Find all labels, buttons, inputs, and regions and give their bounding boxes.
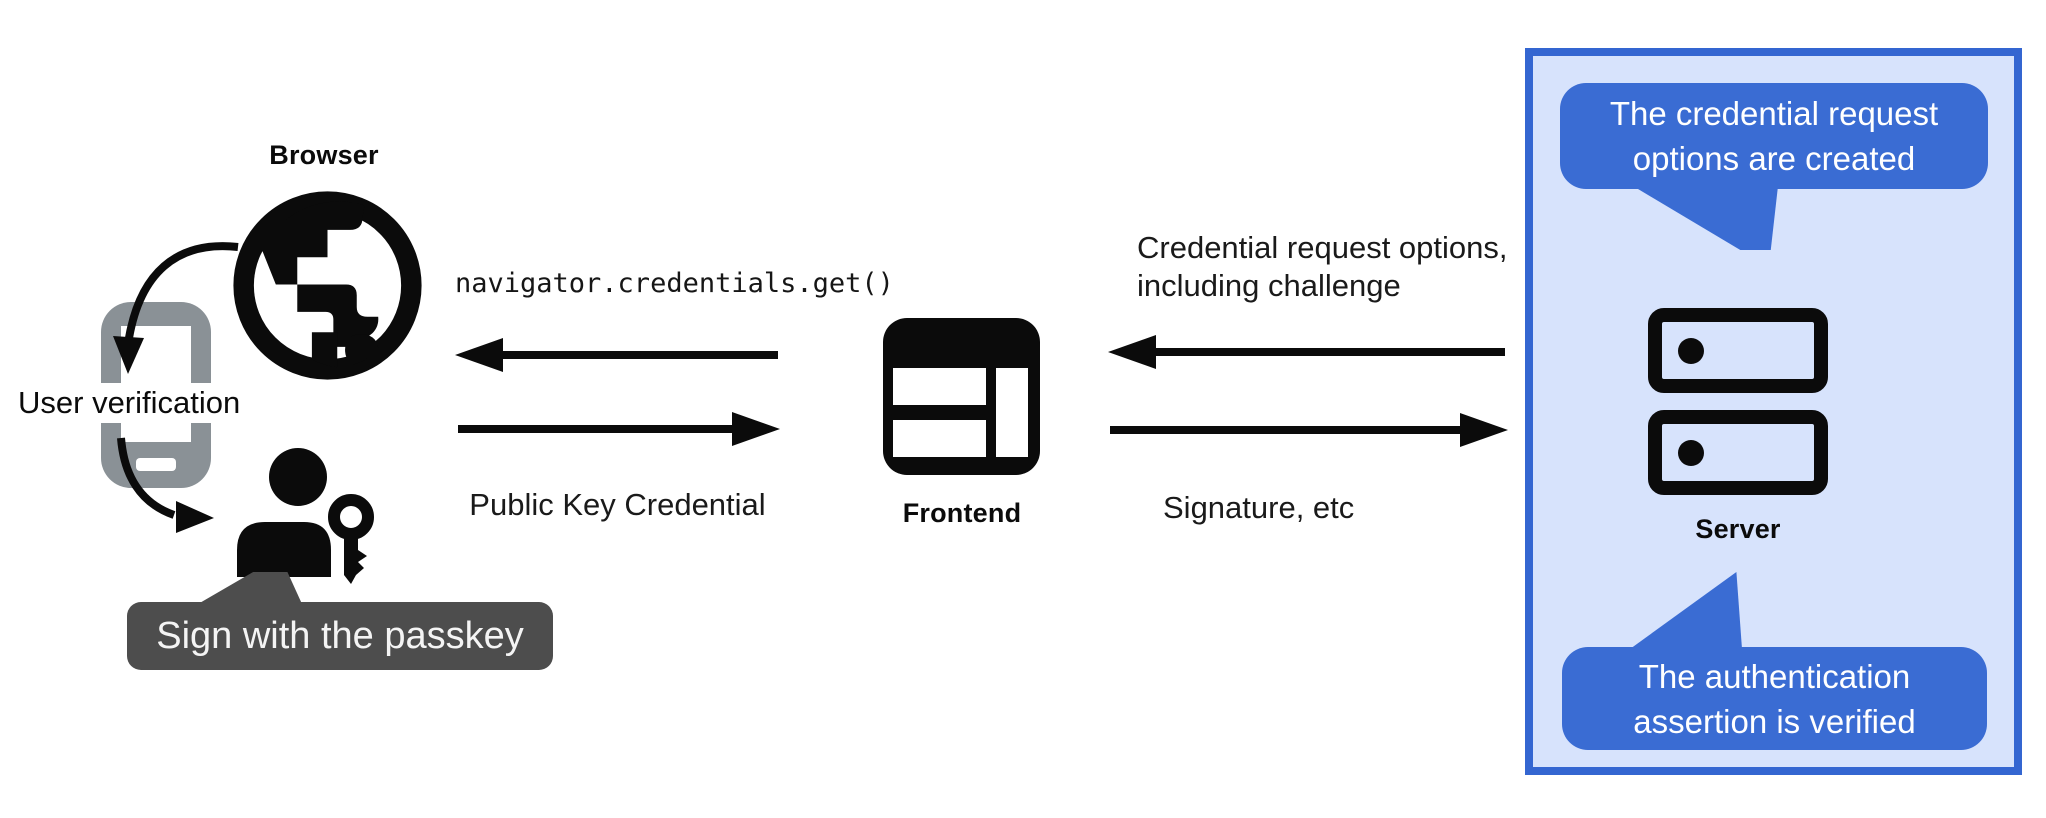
user-verification-label: User verification — [14, 383, 245, 423]
callout-top-line1: The credential request — [1609, 95, 1939, 132]
callout-assertion-verified: The authentication assertion is verified — [1562, 647, 1987, 750]
server-label: Server — [1695, 514, 1781, 544]
phone-home-bar — [136, 458, 176, 471]
credential-request-line2: including challenge — [1137, 268, 1401, 303]
callout-top-line2: options are created — [1632, 140, 1916, 177]
public-key-credential-label: Public Key Credential — [469, 487, 766, 522]
server-led-icon — [1678, 440, 1704, 466]
arrow-browser-to-frontend-icon — [458, 412, 780, 446]
callout-bottom-line1: The authentication — [1638, 657, 1911, 695]
browser-label: Browser — [269, 140, 379, 170]
arrow-browser-to-phone-icon — [113, 242, 239, 374]
credentials-get-call: navigator.credentials.get() — [455, 268, 894, 299]
credential-request-options-label: Credential request options, including ch… — [1137, 229, 1508, 305]
frontend-window-icon — [883, 318, 1040, 475]
globe-icon — [233, 191, 422, 380]
key-icon — [328, 494, 374, 584]
arrow-frontend-to-browser-icon — [455, 338, 778, 372]
callout-credential-options: The credential request options are creat… — [1560, 83, 1988, 189]
arrow-frontend-to-server-icon — [1110, 413, 1508, 447]
server-led-icon — [1678, 338, 1704, 364]
server-icon — [1648, 410, 1828, 495]
arrow-server-to-frontend-icon — [1108, 335, 1505, 369]
tooltip-sign-with-passkey: Sign with the passkey — [127, 602, 553, 670]
frontend-pane — [893, 368, 986, 405]
user-icon — [237, 448, 331, 577]
callout-bottom-line2: assertion is verified — [1633, 702, 1916, 740]
credential-request-line1: Credential request options, — [1137, 230, 1508, 265]
user-key-icon — [237, 448, 374, 584]
frontend-pane — [996, 368, 1028, 457]
frontend-pane — [893, 420, 986, 457]
frontend-label: Frontend — [902, 498, 1022, 528]
server-icon — [1648, 308, 1828, 393]
signature-label: Signature, etc — [1163, 490, 1355, 525]
arrow-phone-to-user-icon — [117, 437, 214, 533]
